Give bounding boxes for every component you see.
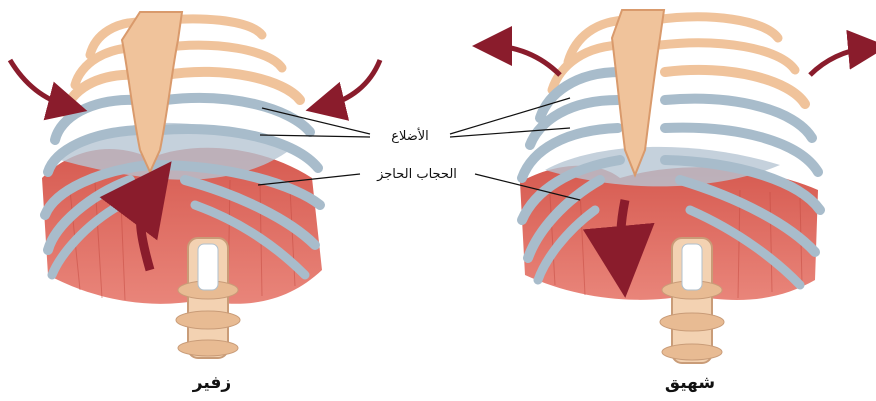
exhale-ribcage bbox=[10, 12, 380, 358]
inhale-ribcage bbox=[492, 10, 868, 363]
exhale-caption: زفير bbox=[192, 373, 231, 393]
exhale-right-arrow bbox=[325, 60, 380, 106]
inhale-caption: شهيق bbox=[665, 373, 715, 393]
inhale-right-arrow bbox=[810, 48, 868, 75]
inhale-down-arrow bbox=[621, 200, 625, 262]
exhale-left-arrow bbox=[10, 60, 68, 106]
inhale-left-arrow bbox=[492, 46, 560, 75]
ribs-label: الأضلاع bbox=[391, 127, 429, 144]
diaphragm-label: الحجاب الحاجز bbox=[376, 167, 457, 182]
